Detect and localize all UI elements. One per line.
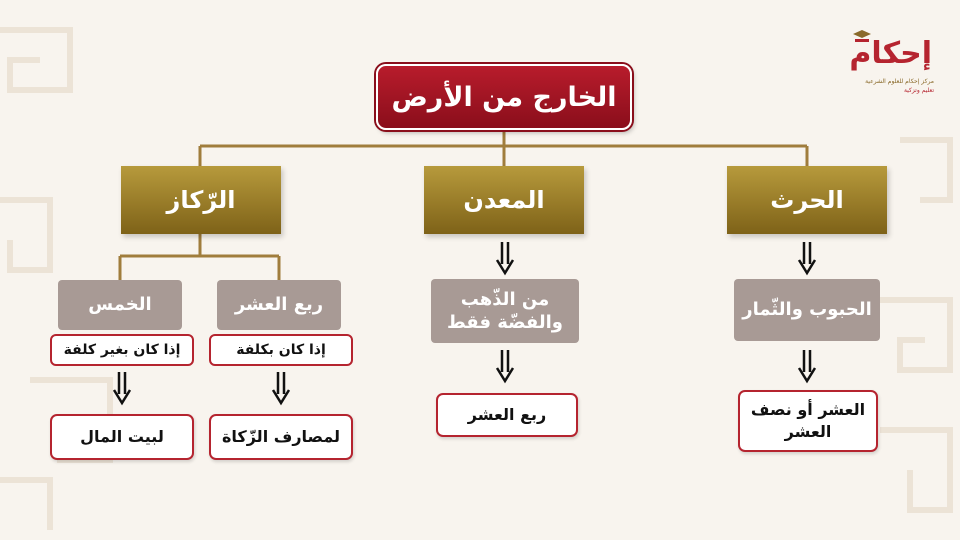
down-arrow-icon [797,242,817,276]
down-arrow-icon [495,242,515,276]
madin-result: ربع العشر [436,393,578,437]
root-node: الخارج من الأرض [376,64,632,130]
logo-line2: تعليم وتزكية [903,87,934,94]
logo-line1: مركز إحكام للعلوم الشرعية [865,78,934,85]
down-arrow-icon [112,372,132,406]
rikaz-right-condition: إذا كان بكلفة [209,334,353,366]
down-arrow-icon [271,372,291,406]
rikaz-left-result: لبيت المال [50,414,194,460]
ihkam-logo: إحكام مركز إحكام للعلوم الشرعية تعليم وت… [848,28,938,100]
madin-sub-node: من الذّهب والفضّة فقط [431,279,579,343]
rikaz-right-sub-node: ربع العشر [217,280,341,330]
harth-result: العشر أو نصف العشر [738,390,878,452]
harth-sub-node: الحبوب والثّمار [734,279,880,341]
rikaz-left-sub-node: الخمس [58,280,182,330]
down-arrow-icon [495,350,515,384]
rikaz-right-result: لمصارف الزّكاة [209,414,353,460]
category-madin: المعدن [424,166,584,234]
rikaz-left-condition: إذا كان بغير كلفة [50,334,194,366]
category-harth: الحرث [727,166,887,234]
category-rikaz: الرّكاز [121,166,281,234]
down-arrow-icon [797,350,817,384]
book-icon [853,30,871,42]
logo-name: إحكام [849,36,933,71]
